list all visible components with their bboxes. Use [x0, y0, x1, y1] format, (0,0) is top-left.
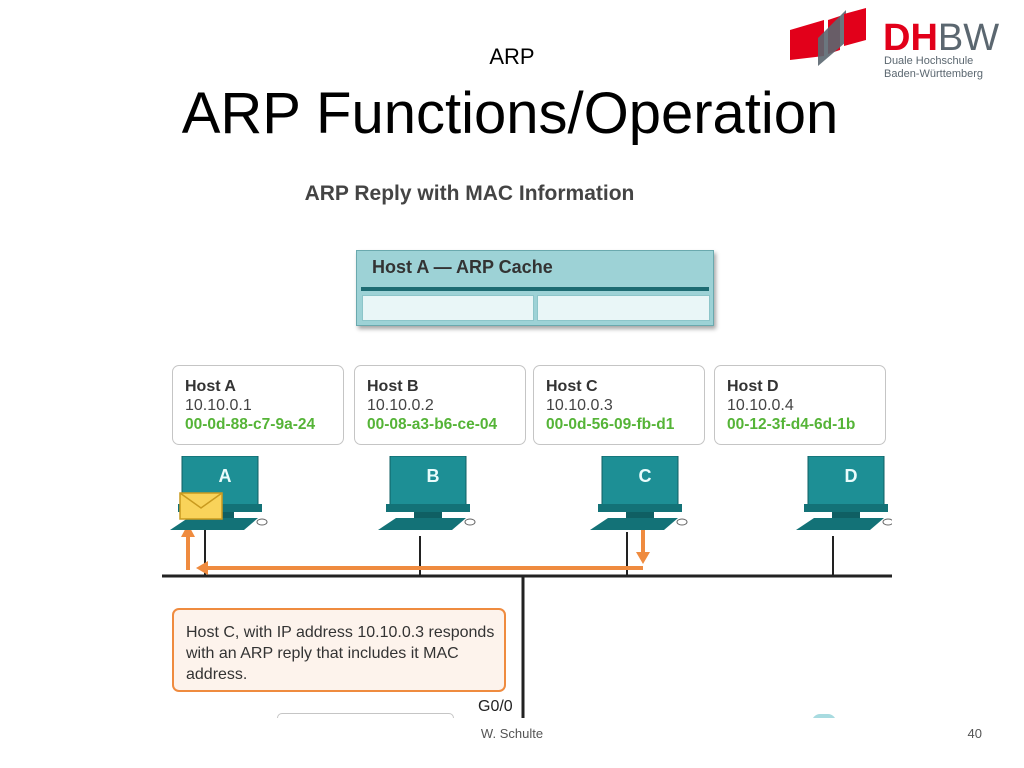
computer-label: A	[218, 466, 232, 486]
arp-cache-mac-cell	[537, 295, 710, 321]
host-c-info: Host C 10.10.0.3 00-0d-56-09-fb-d1	[533, 365, 705, 445]
computer-label: C	[638, 466, 652, 486]
arp-cache-ip-cell	[362, 295, 534, 321]
envelope-icon	[179, 492, 223, 520]
logo-wordmark: DHBW	[883, 17, 1000, 59]
slide-subtitle: ARP	[489, 44, 535, 69]
host-name: Host A	[185, 378, 236, 395]
dhbw-logo: DHBW Duale Hochschule Baden-Württemberg	[788, 6, 1018, 86]
arp-diagram: ARP Reply with MAC Information Host A — …	[112, 170, 892, 718]
host-mac: 00-0d-56-09-fb-d1	[546, 416, 675, 433]
host-mac: 00-12-3f-d4-6d-1b	[727, 416, 856, 433]
host-mac: 00-0d-88-c7-9a-24	[185, 416, 316, 433]
page-number: 40	[967, 726, 982, 741]
computer-label: B	[426, 466, 440, 486]
host-name: Host D	[727, 378, 779, 395]
dhbw-logo-mark-icon	[790, 8, 866, 66]
slide-title: ARP Functions/Operation	[181, 81, 839, 146]
partial-box	[277, 713, 454, 718]
router-icon	[812, 714, 836, 718]
arp-cache-divider	[361, 287, 709, 291]
arp-cache-table: Host A — ARP Cache	[356, 250, 714, 326]
host-name: Host C	[546, 378, 598, 395]
host-ip: 10.10.0.2	[367, 397, 434, 414]
arp-reply-arrow-path	[181, 524, 650, 575]
computer-d-icon: D	[796, 456, 892, 546]
host-b-info: Host B 10.10.0.2 00-08-a3-b6-ce-04	[354, 365, 526, 445]
router-port-label: G0/0	[478, 698, 513, 715]
host-name: Host B	[367, 378, 419, 395]
computer-c-icon: C	[590, 456, 700, 546]
logo-line-1: Duale Hochschule	[884, 55, 974, 67]
host-ip: 10.10.0.3	[546, 397, 613, 414]
host-mac: 00-08-a3-b6-ce-04	[367, 416, 498, 433]
arp-reply-callout: Host C, with IP address 10.10.0.3 respon…	[172, 608, 506, 692]
host-ip: 10.10.0.1	[185, 397, 252, 414]
host-ip: 10.10.0.4	[727, 397, 794, 414]
logo-line-2: Baden-Württemberg	[884, 68, 984, 80]
arp-cache-title: Host A — ARP Cache	[372, 257, 553, 277]
footer-author: W. Schulte	[480, 726, 544, 741]
host-d-info: Host D 10.10.0.4 00-12-3f-d4-6d-1b	[714, 365, 886, 445]
callout-text: Host C, with IP address 10.10.0.3 respon…	[186, 624, 495, 683]
computer-label: D	[844, 466, 858, 486]
diagram-heading: ARP Reply with MAC Information	[304, 182, 635, 205]
host-a-info: Host A 10.10.0.1 00-0d-88-c7-9a-24	[172, 365, 344, 445]
network-lines	[162, 524, 892, 718]
computer-b-icon: B	[378, 456, 488, 546]
